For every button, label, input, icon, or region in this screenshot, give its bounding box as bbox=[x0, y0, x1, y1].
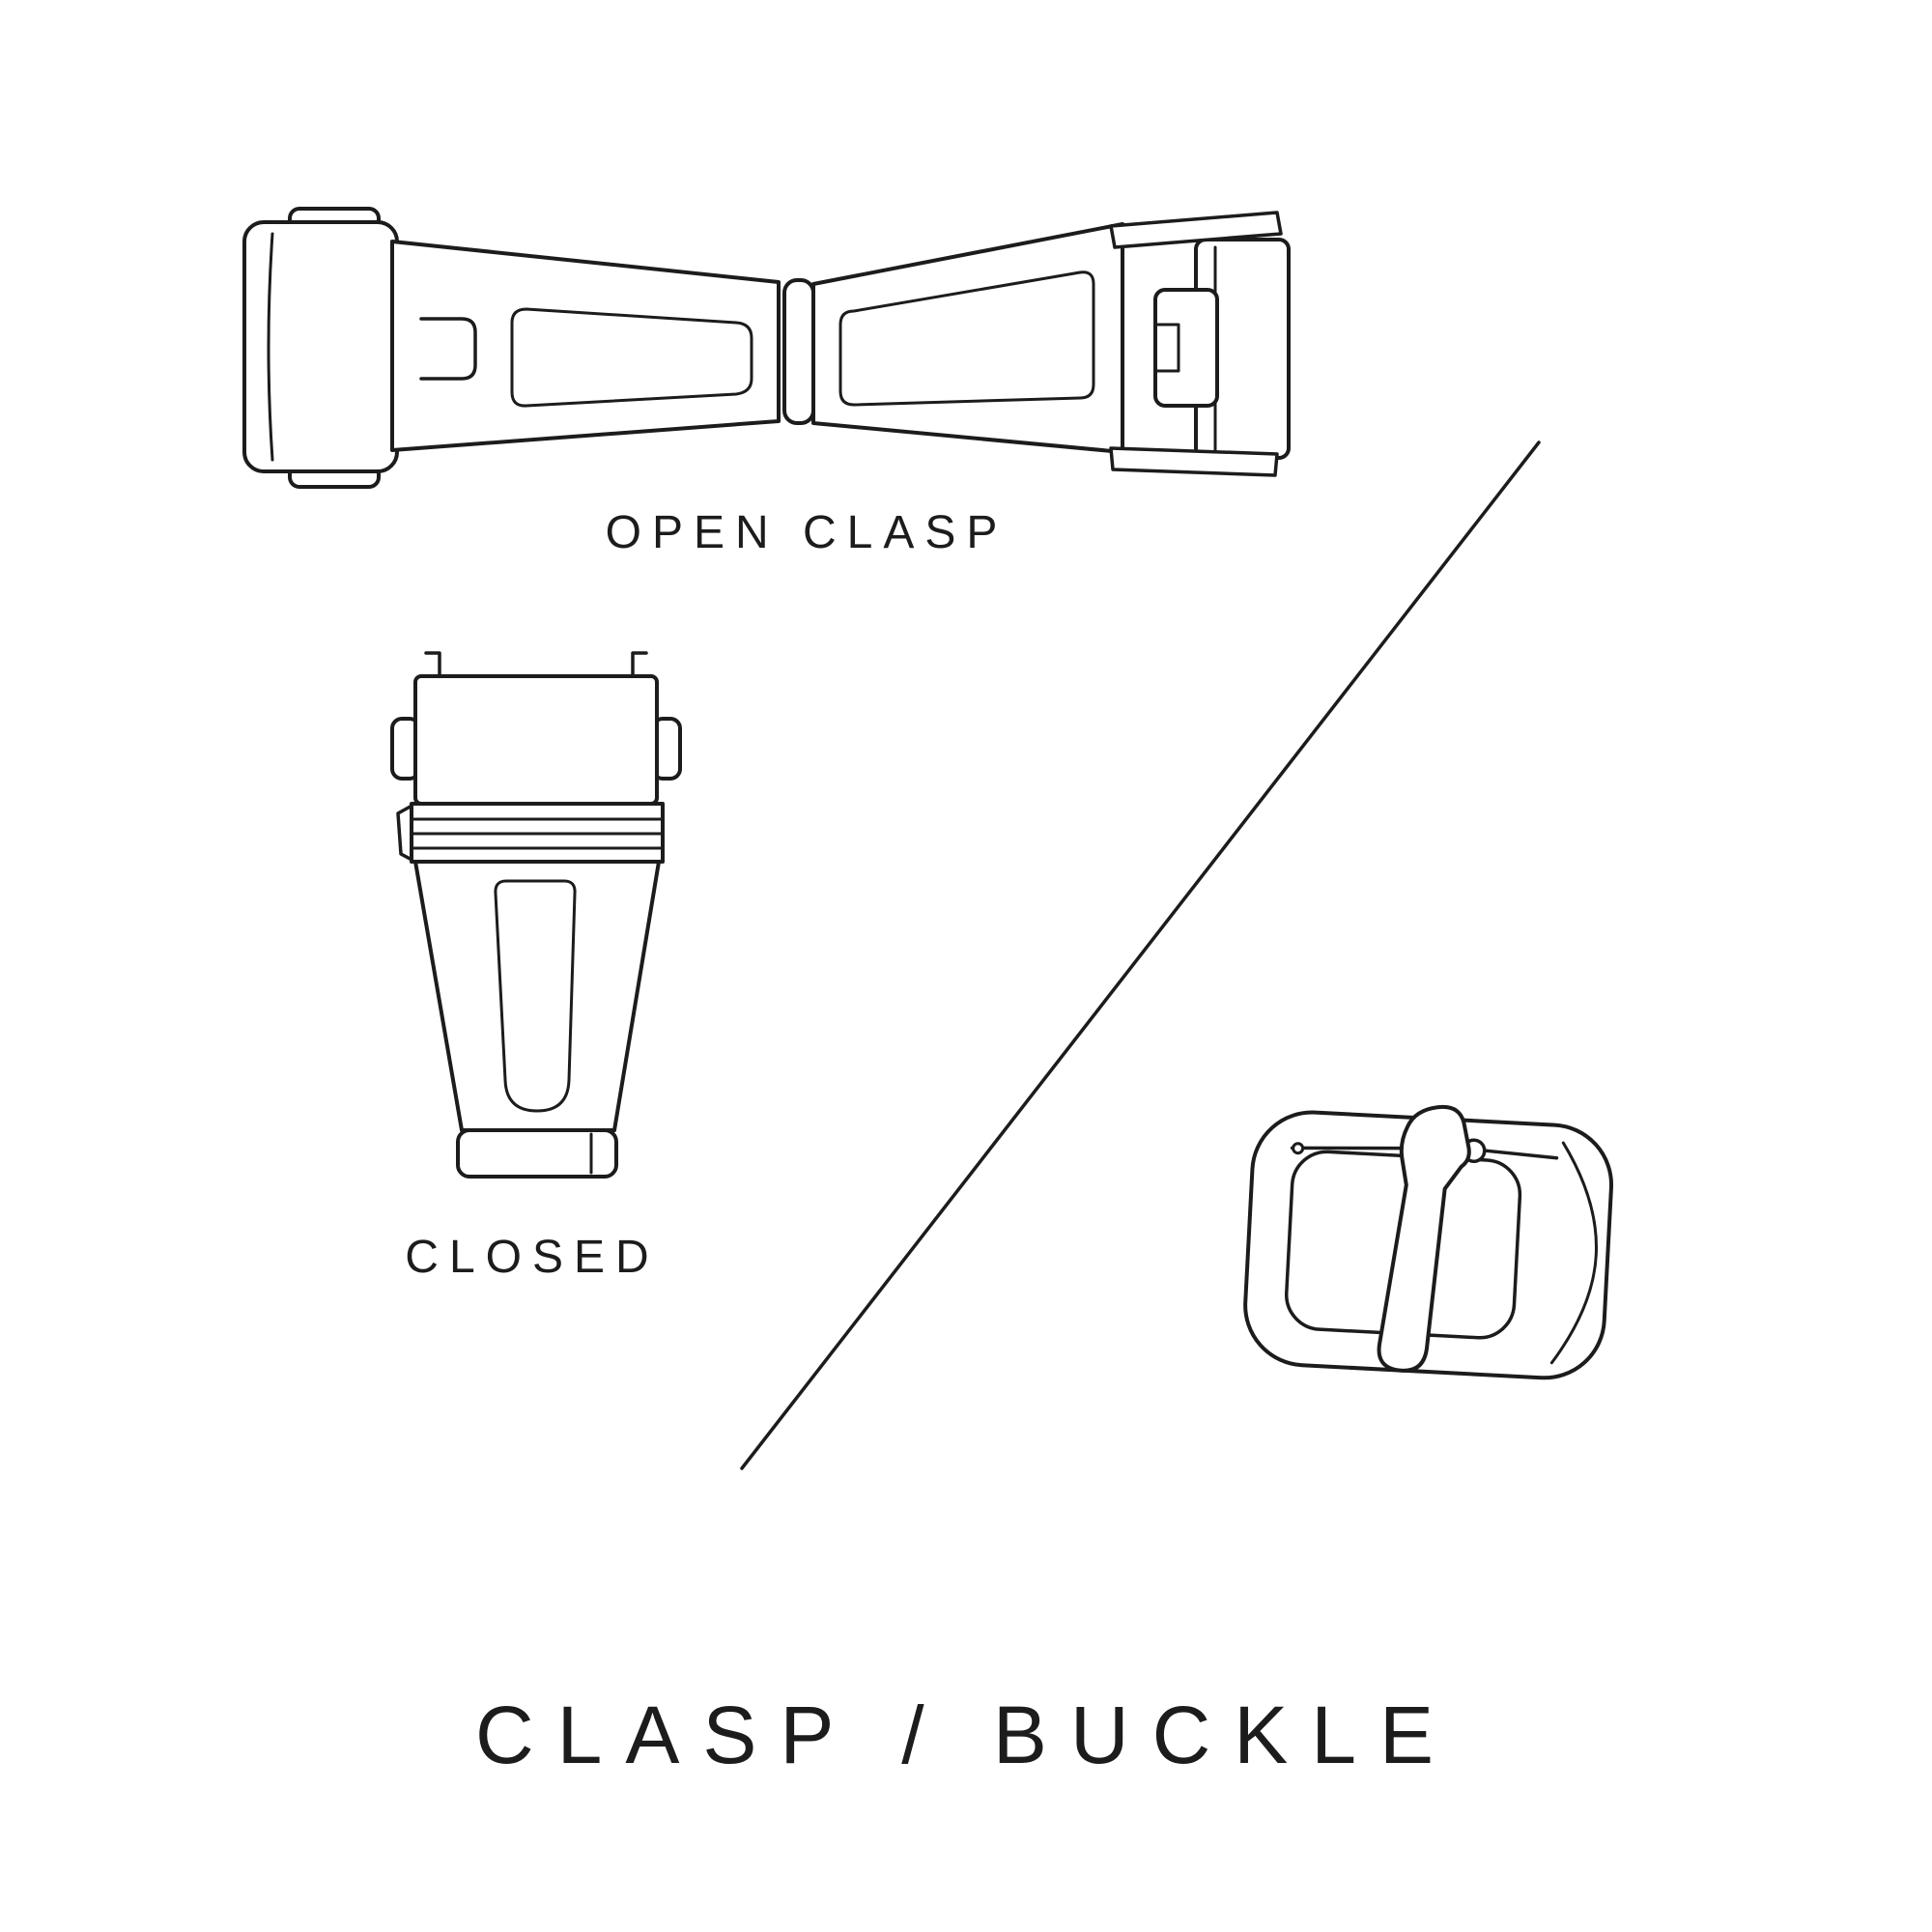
end-link-edge-line bbox=[267, 232, 274, 462]
clasp-body-slot bbox=[494, 879, 577, 1113]
clasp-cap bbox=[413, 674, 659, 806]
left-prong bbox=[424, 651, 441, 682]
buckle-axle-right bbox=[1478, 1148, 1559, 1160]
buckle-axle-end bbox=[1292, 1142, 1305, 1155]
buckle-illustration bbox=[1243, 1104, 1614, 1380]
buckle-axle-left bbox=[1290, 1146, 1410, 1151]
closed-clasp-label: CLOSED bbox=[405, 1232, 660, 1283]
center-hinge bbox=[782, 278, 815, 425]
right-hook-step bbox=[1153, 323, 1180, 373]
left-arm bbox=[390, 240, 781, 452]
right-prong bbox=[631, 651, 648, 682]
left-arm-inner-panel bbox=[510, 307, 753, 408]
right-hook bbox=[1153, 288, 1219, 408]
page-title: CLASP / BUCKLE bbox=[474, 1690, 1458, 1780]
clasp-foot bbox=[456, 1128, 618, 1179]
clasp-body bbox=[413, 860, 661, 1132]
buckle-side-thickness bbox=[1549, 1141, 1598, 1365]
diagonal-divider-line bbox=[740, 440, 1541, 1470]
right-arm-inner-panel bbox=[838, 270, 1095, 407]
open-clasp-label: OPEN CLASP bbox=[605, 507, 1009, 558]
right-bottom-blade bbox=[1109, 446, 1279, 477]
right-top-blade bbox=[1109, 211, 1283, 249]
buckle-tang bbox=[1377, 1104, 1471, 1373]
closed-clasp-illustration bbox=[390, 651, 682, 1179]
right-arm bbox=[811, 222, 1124, 454]
open-clasp-illustration bbox=[242, 207, 1291, 489]
left-arm-notch bbox=[419, 317, 477, 381]
